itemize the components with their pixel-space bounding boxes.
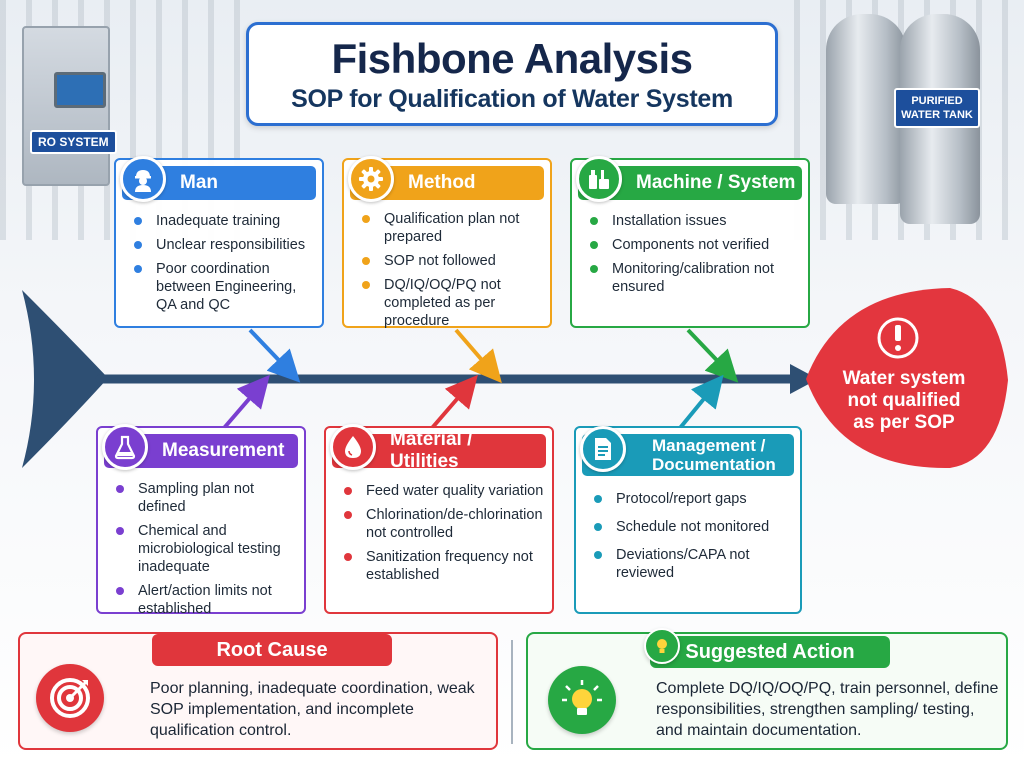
ro-system-label: RO SYSTEM: [30, 130, 117, 154]
page-title: Fishbone Analysis: [331, 35, 693, 82]
gear-icon: [348, 156, 394, 202]
problem-statement: Water system not qualified as per SOP: [818, 368, 990, 434]
fish-head: [806, 288, 1008, 469]
flask-icon: [102, 424, 148, 470]
tank-graphic: [826, 14, 906, 204]
suggested-action-text: Complete DQ/IQ/OQ/PQ, train personnel, d…: [656, 680, 999, 739]
list-item: Inadequate training: [128, 212, 316, 230]
divider: [511, 640, 513, 744]
list-item: SOP not followed: [356, 252, 544, 270]
category-title: Machine / System: [636, 172, 796, 193]
category-title: Man: [180, 172, 218, 193]
branch-arrow-machine: [686, 328, 739, 383]
purified-water-tank-label: PURIFIED WATER TANK: [894, 88, 980, 128]
target-icon: [36, 664, 104, 732]
water-drop-icon: [330, 424, 376, 470]
category-card-method: Method Qualification plan not prepared S…: [342, 156, 552, 330]
lightbulb-icon: [548, 666, 616, 734]
worker-icon: [120, 156, 166, 202]
document-icon: [580, 426, 626, 472]
machine-icon: [576, 156, 622, 202]
lightbulb-icon: [644, 628, 680, 664]
root-cause-panel: Root Cause Poor planning, inadequate coo…: [18, 632, 498, 750]
problem-line2: not qualified: [847, 390, 961, 411]
problem-line3: as per SOP: [853, 412, 955, 433]
list-item: Alert/action limits not established: [110, 582, 298, 618]
category-card-machine: Machine / System Installation issues Com…: [570, 156, 810, 328]
branch-arrow-material: [430, 374, 478, 430]
list-item: Sanitization frequency not established: [338, 548, 546, 584]
tank-label-line2: WATER TANK: [901, 109, 973, 121]
ro-screen: [54, 72, 106, 108]
list-item: Monitoring/calibration not ensured: [584, 260, 802, 296]
list-item: Deviations/CAPA not reviewed: [588, 546, 794, 582]
category-title-line2: Documentation: [652, 455, 776, 474]
problem-line1: Water system: [842, 368, 966, 389]
list-item: Chemical and microbiological testing ina…: [110, 522, 298, 576]
category-card-material: Material / Utilities Feed water quality …: [324, 424, 554, 614]
branch-arrow-method: [454, 328, 502, 384]
list-item: Chlorination/de-chlorination not control…: [338, 506, 546, 542]
category-title-line1: Management /: [652, 436, 766, 455]
category-card-management: Management / Documentation Protocol/repo…: [574, 426, 802, 614]
branch-arrow-man: [248, 328, 301, 383]
list-item: Installation issues: [584, 212, 802, 230]
category-title: Measurement: [162, 440, 285, 461]
branch-arrow-measurement: [222, 374, 270, 430]
alert-icon: [877, 317, 919, 359]
page-subtitle: SOP for Qualification of Water System: [291, 85, 733, 113]
category-card-man: Man Inadequate training Unclear responsi…: [114, 156, 324, 328]
list-item: Protocol/report gaps: [588, 490, 794, 508]
list-item: DQ/IQ/OQ/PQ not completed as per procedu…: [356, 276, 544, 330]
category-title: Material / Utilities: [390, 429, 473, 472]
tank-label-line1: PURIFIED: [911, 95, 963, 107]
list-item: Components not verified: [584, 236, 802, 254]
branch-arrow-management: [678, 374, 724, 430]
root-cause-label: Root Cause: [152, 634, 392, 666]
list-item: Schedule not monitored: [588, 518, 794, 536]
list-item: Sampling plan not defined: [110, 480, 298, 516]
category-card-measurement: Measurement Sampling plan not defined Ch…: [96, 424, 306, 617]
ro-system-panel: [22, 26, 110, 186]
list-item: Unclear responsibilities: [128, 236, 316, 254]
list-item: Feed water quality variation: [338, 482, 546, 500]
list-item: Qualification plan not prepared: [356, 210, 544, 246]
suggested-action-label: Suggested Action: [650, 636, 890, 668]
list-item: Poor coordination between Engineering, Q…: [128, 260, 316, 314]
spine-arrowhead: [790, 364, 818, 394]
title-box: Fishbone Analysis SOP for Qualification …: [246, 22, 778, 126]
fish-tail: [22, 290, 108, 468]
root-cause-text: Poor planning, inadequate coordination, …: [150, 680, 475, 739]
category-title: Method: [408, 172, 476, 193]
suggested-action-panel: Suggested Action Complete DQ/IQ/OQ/PQ, t…: [526, 628, 1008, 750]
